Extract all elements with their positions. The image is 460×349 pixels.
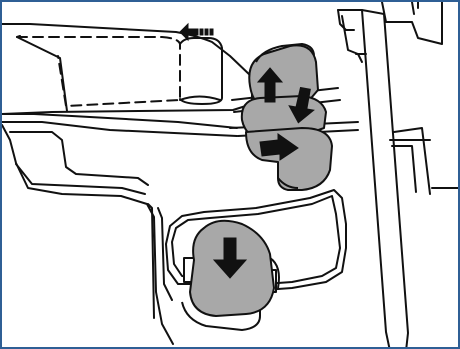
dashed-lid-outline [17, 37, 180, 106]
cylinder-bottom-ellipse [180, 97, 220, 101]
right-wall-step [394, 128, 430, 194]
upper-grommet-assembly [242, 44, 332, 190]
lower-grommet-body [246, 128, 332, 190]
left-arrow-tail-2 [205, 29, 208, 35]
top-right-wall [382, 2, 442, 44]
cylinder-left-arc [180, 38, 222, 104]
right-column-left [338, 10, 390, 349]
lower-left-slat [10, 132, 148, 185]
right-column-slat [342, 16, 362, 62]
left-arrow-tail-3 [210, 29, 213, 35]
bracket-inner [158, 208, 172, 300]
right-column-right [362, 10, 408, 349]
right-column-top [338, 10, 354, 30]
top-right-wall-2 [412, 2, 414, 14]
bracket-left-vertical [148, 204, 154, 318]
left-arrow-tail-1 [200, 29, 203, 35]
left-panel [2, 125, 173, 344]
inner-tray-line [17, 37, 67, 111]
